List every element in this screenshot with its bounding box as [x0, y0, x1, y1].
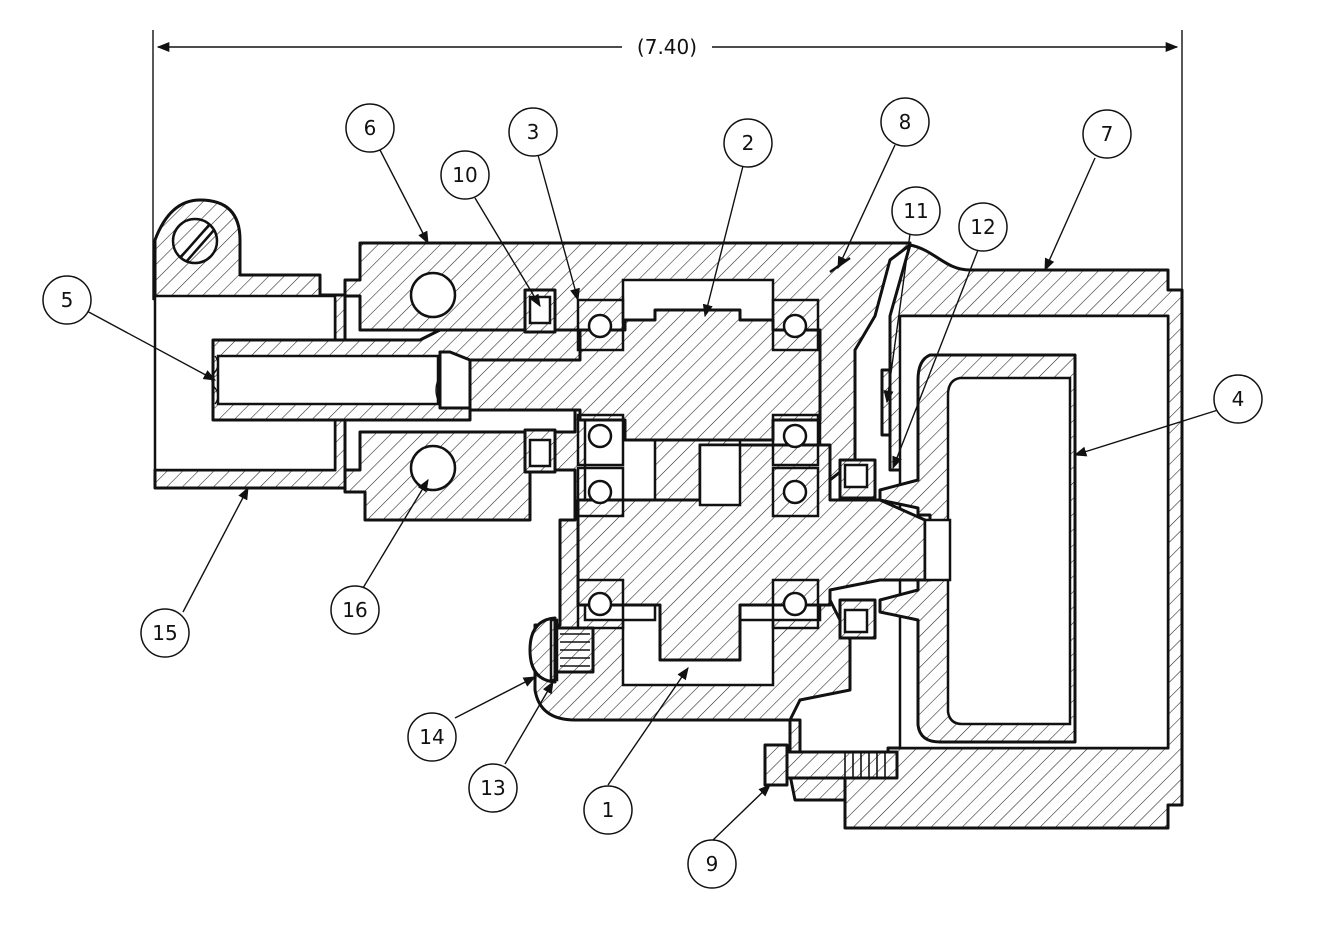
balloon-7-label: 7: [1101, 122, 1114, 146]
balloon-15: 15: [140, 608, 190, 658]
overall-dimension: (7.40): [152, 30, 1183, 300]
balloon-6-label: 6: [364, 116, 377, 140]
balloon-5-label: 5: [61, 288, 74, 312]
balloon-14: 14: [407, 712, 457, 762]
part-1-output-shaft: [576, 443, 952, 662]
balloon-3-label: 3: [527, 120, 540, 144]
leader-lines: [84, 144, 1219, 841]
bearings: [576, 298, 820, 630]
balloon-1-label: 1: [602, 798, 615, 822]
balloon-15-label: 15: [152, 621, 177, 645]
balloon-8: 8: [880, 97, 930, 147]
balloon-3: 3: [508, 107, 558, 157]
balloon-2: 2: [723, 118, 773, 168]
balloon-16-label: 16: [342, 598, 367, 622]
bearing-lower-right: [771, 466, 820, 630]
balloon-8-label: 8: [899, 110, 912, 134]
balloon-11-label: 11: [903, 199, 928, 223]
balloons: 1 2 3 4 5 6 7 8: [42, 97, 1263, 889]
part-14-screw: [528, 616, 595, 684]
balloon-4: 4: [1213, 374, 1263, 424]
balloon-16: 16: [330, 585, 380, 635]
balloon-9: 9: [687, 839, 737, 889]
balloon-6: 6: [345, 103, 395, 153]
balloon-9-label: 9: [706, 852, 719, 876]
balloon-10: 10: [440, 150, 490, 200]
bearing-lower-left: [576, 466, 625, 630]
part-13-washer: [549, 618, 559, 682]
balloon-11: 11: [891, 186, 941, 236]
balloon-13-label: 13: [480, 776, 505, 800]
balloon-14-label: 14: [419, 725, 444, 749]
bearing-upper-left: [576, 298, 625, 467]
balloon-10-label: 10: [452, 163, 477, 187]
part-11-shim: [880, 368, 892, 437]
balloon-12-label: 12: [970, 215, 995, 239]
balloon-13: 13: [468, 763, 518, 813]
part-9-cap-screw: [763, 743, 899, 787]
balloon-7: 7: [1082, 109, 1132, 159]
overall-dimension-value: (7.40): [637, 35, 697, 59]
part-4-rotor-cup: [878, 353, 1077, 744]
balloon-4-label: 4: [1232, 387, 1245, 411]
part-5-input-tube: [211, 328, 582, 422]
bearing-upper-right: [771, 298, 820, 467]
balloon-2-label: 2: [742, 131, 755, 155]
seals: [523, 288, 877, 640]
balloon-1: 1: [583, 785, 633, 835]
balloon-12: 12: [958, 202, 1008, 252]
balloon-5: 5: [42, 275, 92, 325]
